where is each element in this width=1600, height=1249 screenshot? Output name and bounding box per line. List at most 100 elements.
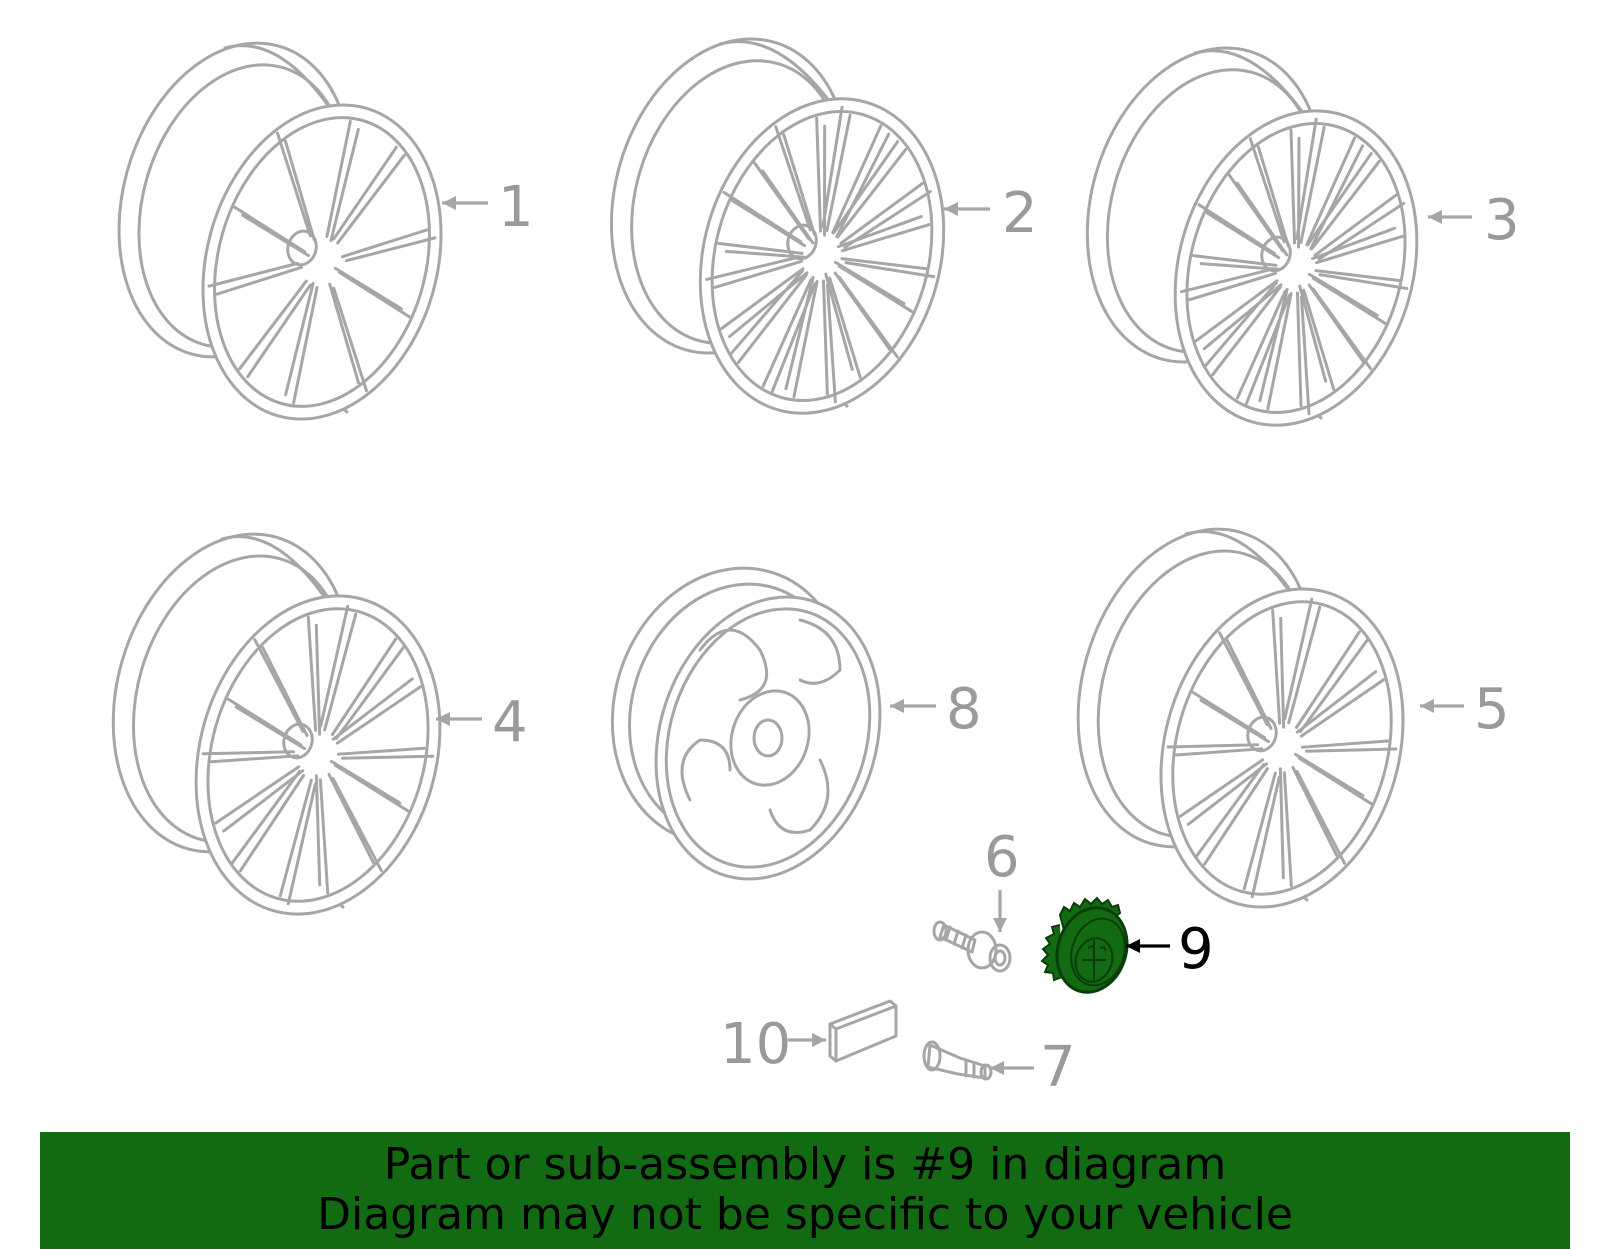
spoke xyxy=(1305,136,1365,251)
wheel-part-5[interactable] xyxy=(1042,501,1439,936)
spoke xyxy=(1298,284,1336,391)
wheel-bolt-part-6[interactable] xyxy=(932,920,1012,973)
spare-wheel-part-8[interactable] xyxy=(577,537,915,908)
spoke xyxy=(214,765,305,833)
callout-arrow-10 xyxy=(788,1033,826,1047)
wheel-windows xyxy=(680,618,842,834)
spoke xyxy=(1194,279,1283,351)
callout-arrow-2 xyxy=(944,202,990,216)
callout-arrow-8 xyxy=(890,699,936,713)
spoke xyxy=(1283,597,1322,725)
spoke xyxy=(833,271,899,359)
rim-face-inner xyxy=(1185,122,1407,414)
spoke xyxy=(333,266,411,319)
spoke xyxy=(1300,739,1398,753)
callout-3[interactable]: 3 xyxy=(1484,188,1520,253)
rim-face xyxy=(654,595,882,881)
barrel-edge-top xyxy=(718,40,829,100)
spoke xyxy=(1294,630,1369,733)
spoke xyxy=(1166,743,1264,757)
callout-1[interactable]: 1 xyxy=(498,175,534,240)
spoke xyxy=(1191,690,1271,744)
spoke xyxy=(1248,137,1290,248)
callout-2[interactable]: 2 xyxy=(1002,181,1038,246)
spoke xyxy=(832,140,908,239)
spoke xyxy=(325,119,360,243)
spoke xyxy=(1291,765,1347,865)
wheel-part-4[interactable] xyxy=(77,506,476,944)
rim-face-inner xyxy=(710,110,934,402)
spoke xyxy=(1178,758,1269,826)
rim-face xyxy=(194,594,442,916)
spoke xyxy=(327,772,383,872)
spoke xyxy=(720,267,809,338)
spoke xyxy=(705,255,804,289)
spoke xyxy=(331,677,422,745)
callout-arrow-3 xyxy=(1428,210,1472,224)
callout-arrow-5 xyxy=(1420,699,1464,713)
valve-stem-part-7[interactable] xyxy=(922,1040,993,1081)
wheels-layer xyxy=(77,11,1453,944)
spoke xyxy=(774,125,816,236)
callout-10[interactable]: 10 xyxy=(720,1012,791,1077)
spoke xyxy=(1258,287,1293,411)
banner-line-2: Diagram may not be specific to your vehi… xyxy=(317,1189,1293,1240)
spoke xyxy=(330,637,406,740)
spoke xyxy=(340,228,437,263)
hub-center xyxy=(752,718,784,758)
spoke xyxy=(253,638,309,738)
spoke xyxy=(1295,291,1311,416)
spoke xyxy=(1195,763,1270,866)
spoke xyxy=(1271,608,1286,729)
spoke xyxy=(233,205,311,258)
spoke xyxy=(1307,283,1373,371)
callout-4[interactable]: 4 xyxy=(492,690,528,755)
callout-6[interactable]: 6 xyxy=(984,825,1020,890)
wheel-part-3[interactable] xyxy=(1052,20,1453,454)
hub xyxy=(282,722,314,760)
spoke xyxy=(1179,267,1278,302)
hub xyxy=(1260,235,1292,273)
spoke xyxy=(230,770,306,873)
spoke xyxy=(1310,226,1405,265)
sensor-part-10[interactable] xyxy=(828,999,898,1063)
spoke xyxy=(821,279,837,404)
spoke xyxy=(1217,631,1273,731)
spoke xyxy=(336,746,435,760)
spoke xyxy=(1306,151,1381,251)
wheel-part-2[interactable] xyxy=(576,11,980,443)
spoke xyxy=(319,604,358,732)
wheel-part-1[interactable] xyxy=(84,15,477,447)
callout-arrow-1 xyxy=(442,196,488,210)
callout-arrows xyxy=(436,196,1472,1075)
spoke xyxy=(833,260,914,314)
spoke xyxy=(284,281,319,405)
spoke xyxy=(840,257,936,279)
spoke xyxy=(722,190,807,248)
spoke xyxy=(1314,269,1409,290)
center-cap-part-9[interactable] xyxy=(1040,896,1138,1001)
barrel-edge-top xyxy=(223,44,329,106)
spoke xyxy=(1235,289,1291,408)
rim-face xyxy=(1173,109,1419,427)
spoke xyxy=(824,272,862,379)
barrel-edge-top xyxy=(1184,530,1289,590)
rim-face xyxy=(201,103,443,421)
rim-face-inner xyxy=(213,116,431,408)
callout-8[interactable]: 8 xyxy=(946,677,982,742)
callout-7[interactable]: 7 xyxy=(1040,1035,1076,1100)
rim-face-inner xyxy=(664,607,872,869)
callout-9[interactable]: 9 xyxy=(1178,917,1214,982)
callout-arrow-6 xyxy=(993,890,1007,932)
callout-5[interactable]: 5 xyxy=(1474,677,1510,742)
callout-arrow-4 xyxy=(436,712,482,726)
spoke xyxy=(1242,771,1281,899)
spoke xyxy=(328,282,369,393)
spoke xyxy=(831,124,891,239)
rim-face xyxy=(698,97,946,415)
info-banner: Part or sub-assembly is #9 in diagram Di… xyxy=(40,1132,1570,1249)
spoke xyxy=(278,778,317,906)
hub xyxy=(729,689,811,787)
spoke xyxy=(306,615,322,736)
